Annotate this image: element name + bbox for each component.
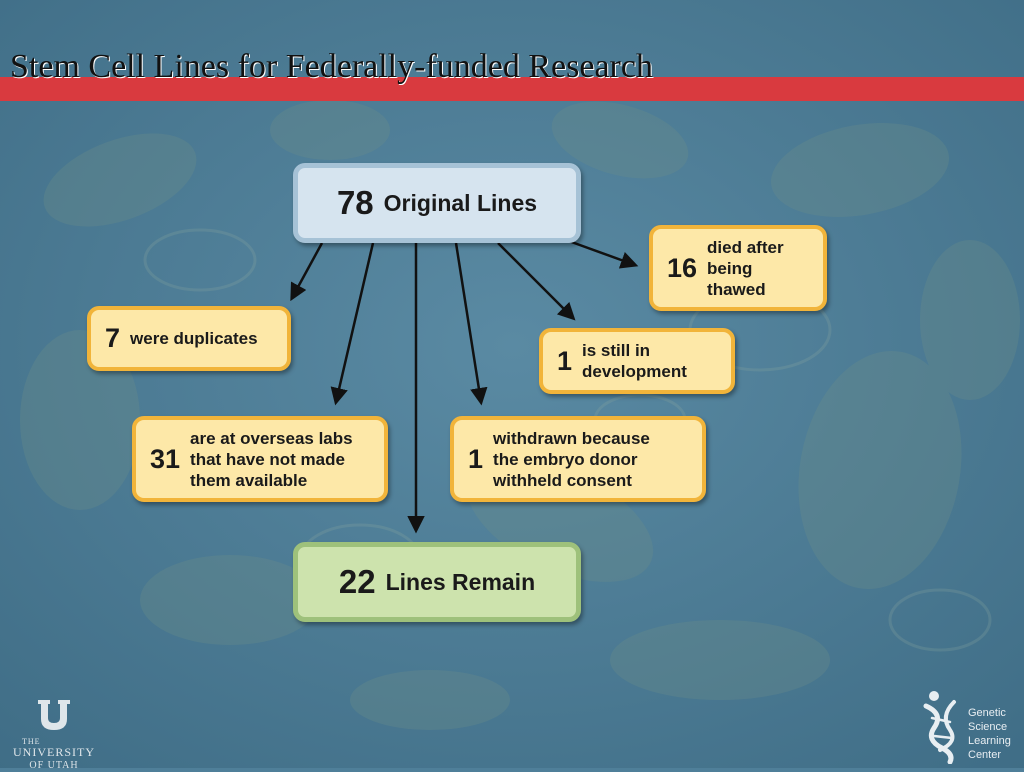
duplicates-label: were duplicates <box>130 329 258 348</box>
university-line-1: THE <box>22 737 41 746</box>
arrow-to-overseas <box>330 242 375 406</box>
withdrawn-label: withdrawn because the embryo donor withh… <box>493 428 650 490</box>
withdrawn-count: 1 <box>468 443 484 474</box>
in-development-box: 1 is still in development <box>539 328 735 394</box>
overseas-labs-box: 31 are at overseas labs that have not ma… <box>132 416 388 502</box>
dna-figure-icon <box>923 691 956 764</box>
died-after-thaw-label: died after being thawed <box>707 237 784 299</box>
university-of-utah-logo: THE UNIVERSITY OF UTAH <box>6 698 102 771</box>
gslc-logo: Genetic Science Learning Center <box>920 688 1020 764</box>
duplicates-box: 7 were duplicates <box>87 306 291 371</box>
title-bar <box>0 77 1024 101</box>
arrow-to-died <box>565 238 639 269</box>
original-lines-box: 78 Original Lines <box>293 163 581 243</box>
in-development-label: is still in development <box>582 341 687 381</box>
in-development-count: 1 <box>557 345 573 376</box>
original-lines-label: Original Lines <box>383 189 538 216</box>
block-u-icon <box>38 700 70 730</box>
died-after-thaw-box: 16 died after being thawed <box>649 225 827 311</box>
university-line-2: UNIVERSITY <box>13 745 95 759</box>
page-title: Stem Cell Lines for Federally-funded Res… <box>10 48 653 85</box>
lines-remain-box: 22 Lines Remain <box>293 542 581 622</box>
overseas-labs-label: are at overseas labs that have not made … <box>190 428 353 490</box>
lines-remain-count: 22 <box>338 563 376 600</box>
withdrawn-box: 1 withdrawn because the embryo donor wit… <box>450 416 706 502</box>
arrow-to-development <box>497 242 576 321</box>
arrow-to-duplicates <box>290 242 324 302</box>
gslc-text: Genetic Science Learning Center <box>968 707 1011 761</box>
arrow-to-withdrawn <box>454 242 488 406</box>
university-line-3: OF UTAH <box>29 760 79 771</box>
original-lines-count: 78 <box>336 184 374 221</box>
duplicates-count: 7 <box>105 323 121 353</box>
lines-remain-label: Lines Remain <box>385 568 536 595</box>
overseas-labs-count: 31 <box>150 443 181 474</box>
died-after-thaw-count: 16 <box>667 252 698 283</box>
